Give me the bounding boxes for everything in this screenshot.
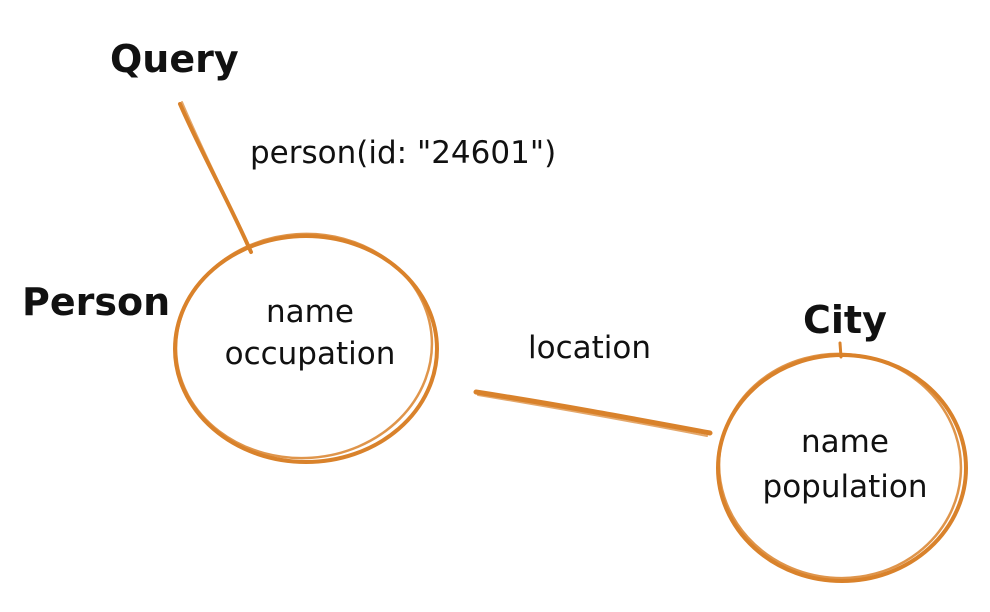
- edge-person-city-line-rough: [477, 394, 708, 437]
- city-field-name: name: [801, 424, 889, 460]
- edge-query-person-line-rough: [181, 101, 249, 249]
- edge-person-city-label: location: [528, 330, 651, 366]
- edge-query-person-label: person(id: "24601"): [250, 135, 556, 171]
- city-node-circle[interactable]: [716, 353, 968, 583]
- edge-query-person: [178, 101, 253, 254]
- person-node-circle-rough: [174, 232, 434, 460]
- city-field-population: population: [763, 469, 928, 505]
- person-field-name: name: [266, 294, 354, 330]
- query-label: Query: [110, 37, 239, 81]
- city-node-circle-rough: [717, 352, 963, 580]
- city-node-tick: [838, 341, 843, 359]
- person-label: Person: [22, 280, 170, 324]
- person-field-occupation: occupation: [225, 336, 396, 372]
- edge-person-city: [473, 389, 713, 437]
- city-label: City: [803, 298, 887, 342]
- city-node[interactable]: [710, 341, 971, 588]
- person-node[interactable]: [168, 225, 439, 466]
- edge-person-city-line: [473, 389, 713, 436]
